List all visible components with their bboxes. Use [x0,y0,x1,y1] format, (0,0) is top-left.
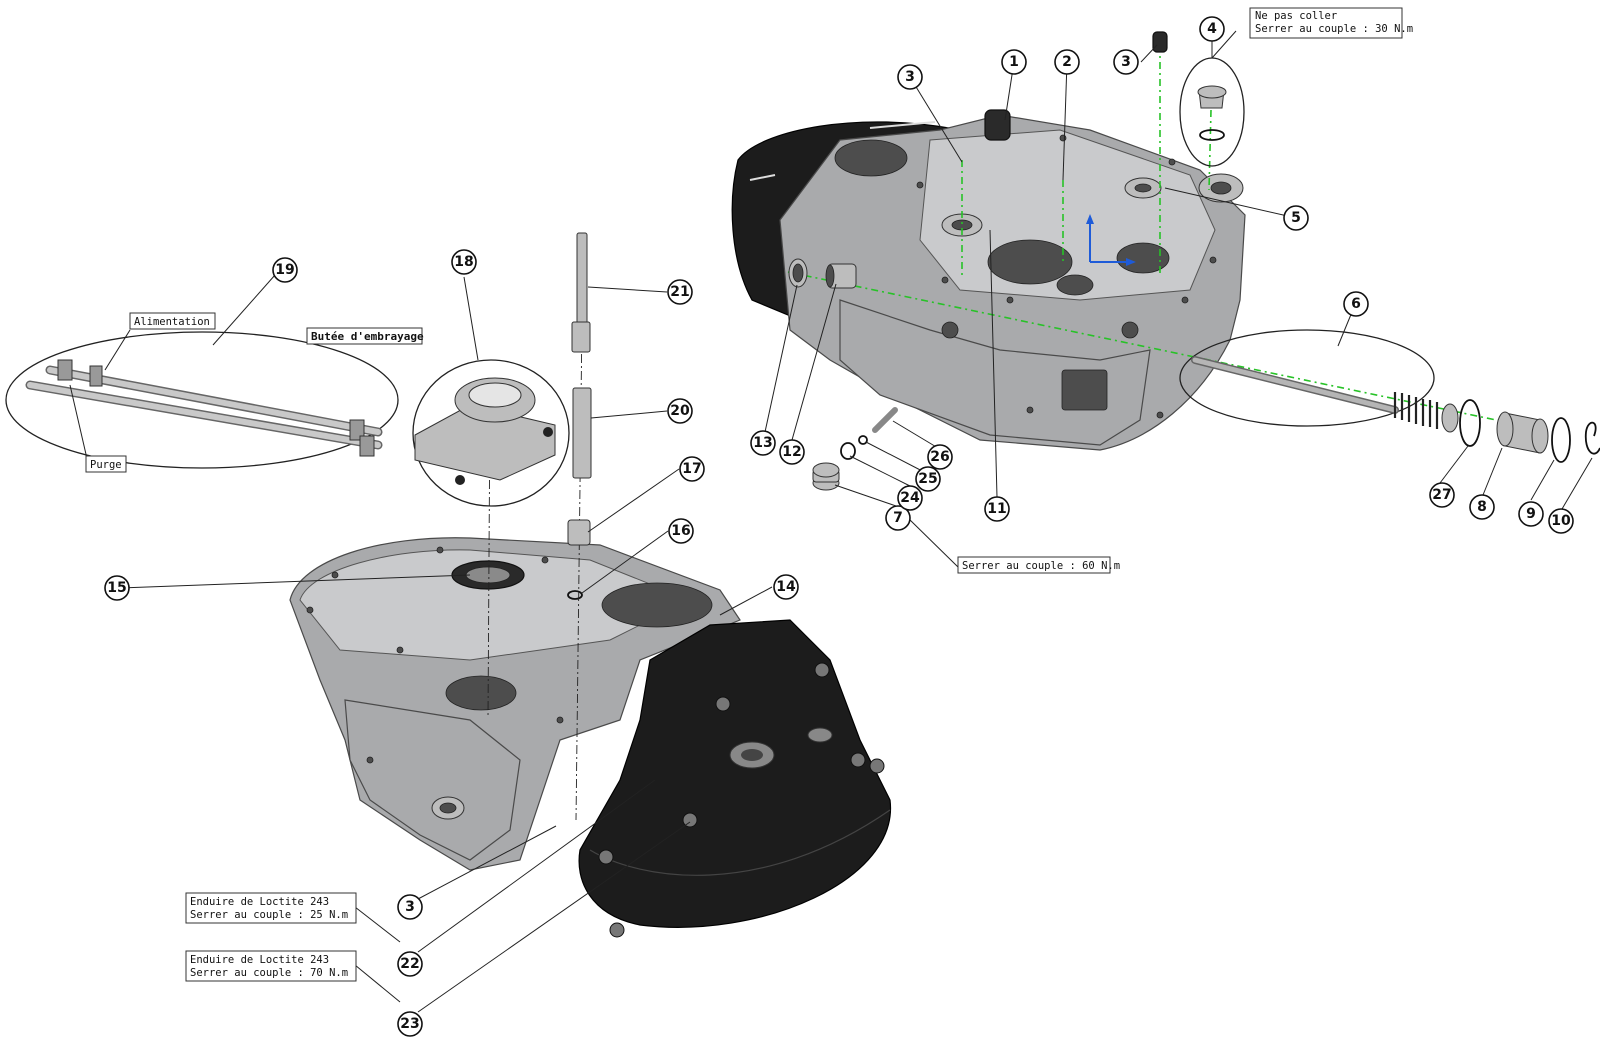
note-ne-pas-coller: Ne pas coller Serrer au couple : 30 N.m [1249,7,1413,39]
note-text: Enduire de Loctite 243 [190,896,329,908]
callout-22: 22 [397,951,423,977]
callout-number: 19 [275,262,294,278]
note-text: Serrer au couple : 25 N.m [190,909,348,921]
callout-number: 1 [1009,54,1019,70]
note-text: Serrer au couple : 60 N.m [962,560,1120,572]
note-text: Butée d'embrayage [311,330,424,343]
upper-assembly-axes [787,45,1521,426]
callout-number: 9 [1526,506,1536,522]
callout-19: 19 [272,257,298,283]
callout-number: 2 [1062,54,1072,70]
callout-8: 8 [1469,494,1495,520]
callout-number: 15 [107,580,126,596]
callout-number: 12 [782,444,801,460]
callout-24: 24 [897,485,923,511]
upper-housing-assembly [731,109,1246,451]
note-butee: Butée d'embrayage [306,327,424,345]
callout-number: 26 [930,449,949,465]
callout-number: 22 [400,956,419,972]
callout-number: 25 [918,471,937,487]
note-couple-60: Serrer au couple : 60 N.m [957,556,1120,574]
note-alimentation: Alimentation [129,312,216,330]
callout-16: 16 [668,518,694,544]
note-text: Ne pas coller [1255,10,1337,22]
callout-number: 5 [1291,210,1301,226]
callout-number: 10 [1551,513,1571,529]
callout-10: 10 [1548,508,1574,534]
callout-number: 27 [1432,487,1451,503]
callout-18: 18 [451,249,477,275]
callout-1: 1 [1001,49,1027,75]
callout-11: 11 [984,496,1010,522]
callout-number: 8 [1477,499,1487,515]
note-purge: Purge [85,455,127,473]
callouts: 1 2 3 3 3 4 5 6 7 8 9 10 11 12 13 14 15 … [104,16,1574,1037]
callout-5: 5 [1283,205,1309,231]
callout-14: 14 [773,574,799,600]
callout-number: 21 [670,284,689,300]
callout-number: 3 [905,69,915,85]
lower-housing-assembly [289,537,891,938]
spring [1393,392,1439,429]
callout-number: 14 [776,579,796,595]
callout-17: 17 [679,456,705,482]
callout-number: 23 [400,1016,419,1032]
callout-number: 7 [893,510,903,526]
callout-number: 4 [1207,21,1217,37]
callout-3: 3 [897,64,923,90]
callout-3: 3 [397,894,423,920]
callout-6: 6 [1343,291,1369,317]
callout-3: 3 [1113,49,1139,75]
note-text: Alimentation [134,316,210,328]
callout-7: 7 [885,505,911,531]
callout-4: 4 [1199,16,1225,42]
callout-15: 15 [104,575,130,601]
callout-number: 16 [671,523,690,539]
callout-number: 24 [900,490,920,506]
callout-number: 11 [987,501,1006,517]
upper-small-parts [788,31,1600,491]
note-loctite-70: Enduire de Loctite 243 Serrer au couple … [185,950,357,982]
callout-number: 13 [753,435,772,451]
callout-9: 9 [1518,501,1544,527]
callout-number: 6 [1351,296,1361,312]
note-loctite-25: Enduire de Loctite 243 Serrer au couple … [185,892,357,924]
note-text: Purge [90,459,122,471]
callout-26: 26 [927,444,953,470]
note-text: Serrer au couple : 30 N.m [1255,23,1413,35]
lower-small-parts [5,232,592,546]
callout-12: 12 [779,439,805,465]
callout-2: 2 [1054,49,1080,75]
clutch-cover [578,619,891,928]
callout-27: 27 [1429,482,1455,508]
callout-21: 21 [667,279,693,305]
callout-23: 23 [397,1011,423,1037]
note-text: Enduire de Loctite 243 [190,954,329,966]
callout-number: 3 [1121,54,1131,70]
callout-25: 25 [915,466,941,492]
clutch-pipes [25,359,383,457]
callout-number: 17 [682,461,701,477]
callout-13: 13 [750,430,776,456]
callout-20: 20 [667,398,693,424]
callout-number: 3 [405,899,415,915]
callout-number: 18 [454,254,473,270]
note-text: Serrer au couple : 70 N.m [190,967,348,979]
callout-number: 20 [670,403,690,419]
